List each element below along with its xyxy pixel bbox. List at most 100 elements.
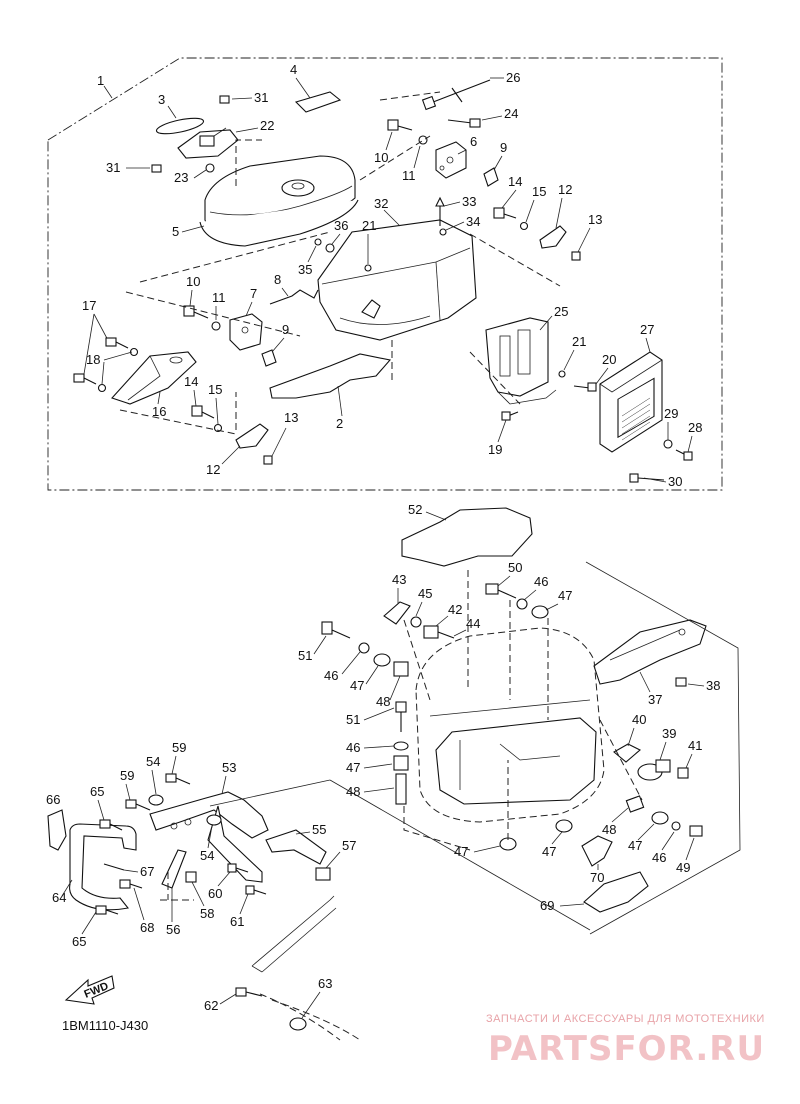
part-55-bracket <box>265 829 327 865</box>
part-46-washer-d <box>671 821 681 831</box>
callouts: 1 3 31 4 22 31 23 5 26 24 10 6 9 11 14 1… <box>46 62 720 1019</box>
part-32-inner-box <box>317 219 477 341</box>
callout-18: 18 <box>86 352 100 367</box>
part-64-guard-bar <box>69 823 137 911</box>
callout-64: 64 <box>52 890 66 905</box>
middle-leader-lines <box>403 561 741 935</box>
part-27-reflector-bracket <box>599 351 663 453</box>
callout-46: 46 <box>652 850 666 865</box>
part-37-bracket <box>593 619 707 685</box>
callout-21: 21 <box>362 218 376 233</box>
callout-53: 53 <box>222 760 236 775</box>
callout-9: 9 <box>500 140 507 155</box>
part-46-washer-a <box>516 598 528 610</box>
part-58-nut <box>185 871 197 883</box>
callout-47: 47 <box>346 760 360 775</box>
part-6-latch <box>435 141 467 179</box>
top-leader-lines <box>119 91 561 435</box>
callout-24: 24 <box>504 106 518 121</box>
part-12-bracket-left <box>235 423 269 449</box>
callout-66: 66 <box>46 792 60 807</box>
callout-7: 7 <box>250 286 257 301</box>
callout-61: 61 <box>230 914 244 929</box>
callout-38: 38 <box>706 678 720 693</box>
part-59-bolt-a <box>165 773 191 785</box>
part-2-mat <box>269 353 392 399</box>
part-53-frame-stay <box>149 791 269 883</box>
callout-13: 13 <box>588 212 602 227</box>
callout-40: 40 <box>632 712 646 727</box>
part-10-bolt-upper <box>387 119 413 131</box>
part-15-washer-left <box>213 423 223 433</box>
callout-65: 65 <box>90 784 104 799</box>
part-31-pad-left <box>151 164 162 173</box>
callout-1: 1 <box>97 73 104 88</box>
callout-6: 6 <box>470 134 477 149</box>
part-10-bolt-left <box>183 305 209 319</box>
callout-59: 59 <box>172 740 186 755</box>
part-20-bolt <box>573 382 597 392</box>
part-65-bolt-top <box>99 819 123 831</box>
fwd-arrow-icon: FWD <box>64 975 115 1005</box>
callout-56: 56 <box>166 922 180 937</box>
part-54-bushing-b <box>206 814 222 826</box>
part-19-screw <box>501 411 519 421</box>
bottom-frame-lines <box>160 779 591 1041</box>
part-47-bushing-b <box>373 653 391 667</box>
part-36-washer <box>325 243 335 253</box>
callout-39: 39 <box>662 726 676 741</box>
part-48-collar-b <box>395 773 407 805</box>
part-7-latch-left <box>229 313 263 351</box>
callout-12: 12 <box>206 462 220 477</box>
part-59-bolt-b <box>125 799 151 811</box>
part-14-bolt-right <box>493 207 517 219</box>
part-29-washer <box>663 439 673 449</box>
part-67-bolt <box>103 863 125 871</box>
part-47-bushing-d <box>651 811 669 825</box>
callout-31: 31 <box>106 160 120 175</box>
callout-20: 20 <box>602 352 616 367</box>
case-body-outline <box>415 627 605 823</box>
part-62-bolt <box>235 987 263 997</box>
part-38-screw <box>675 677 687 687</box>
part-61-bolt <box>245 885 267 895</box>
callout-47: 47 <box>628 838 642 853</box>
part-66-bracket <box>47 809 67 851</box>
part-51-bolt-left <box>321 621 351 639</box>
part-40-gasket <box>613 743 641 763</box>
callout-62: 62 <box>204 998 218 1013</box>
assembly-1-boundary <box>47 57 723 491</box>
callout-60: 60 <box>208 886 222 901</box>
part-39-lock-cylinder <box>637 759 671 781</box>
part-21-washer-stay <box>558 370 566 378</box>
watermark-brand: PARTSFOR.RU <box>488 1029 765 1069</box>
callout-23: 23 <box>174 170 188 185</box>
part-54-bushing-a <box>148 794 164 806</box>
part-46-washer-b <box>358 642 370 654</box>
callout-3: 3 <box>158 92 165 107</box>
part-3-emblem <box>155 117 205 135</box>
callout-47: 47 <box>454 844 468 859</box>
drawing-code: 1BM1110-J430 <box>62 1018 148 1033</box>
callout-41: 41 <box>688 738 702 753</box>
part-14-bolt-left <box>191 405 215 419</box>
part-52-pad <box>401 507 533 567</box>
callout-65: 65 <box>72 934 86 949</box>
part-25-stay <box>485 317 557 405</box>
callout-11: 11 <box>402 168 416 183</box>
part-33-pin <box>435 196 445 226</box>
callout-31: 31 <box>254 90 268 105</box>
callout-63: 63 <box>318 976 332 991</box>
callout-14: 14 <box>508 174 522 189</box>
part-9-clip-left <box>261 349 277 367</box>
part-16-bracket <box>111 351 197 405</box>
callout-32: 32 <box>374 196 388 211</box>
part-70-latch <box>581 835 613 867</box>
callout-46: 46 <box>346 740 360 755</box>
part-47-bushing-a <box>531 605 549 619</box>
callout-57: 57 <box>342 838 356 853</box>
part-23-washer <box>205 163 215 173</box>
part-56-link <box>161 849 187 889</box>
callout-35: 35 <box>298 262 312 277</box>
callout-27: 27 <box>640 322 654 337</box>
